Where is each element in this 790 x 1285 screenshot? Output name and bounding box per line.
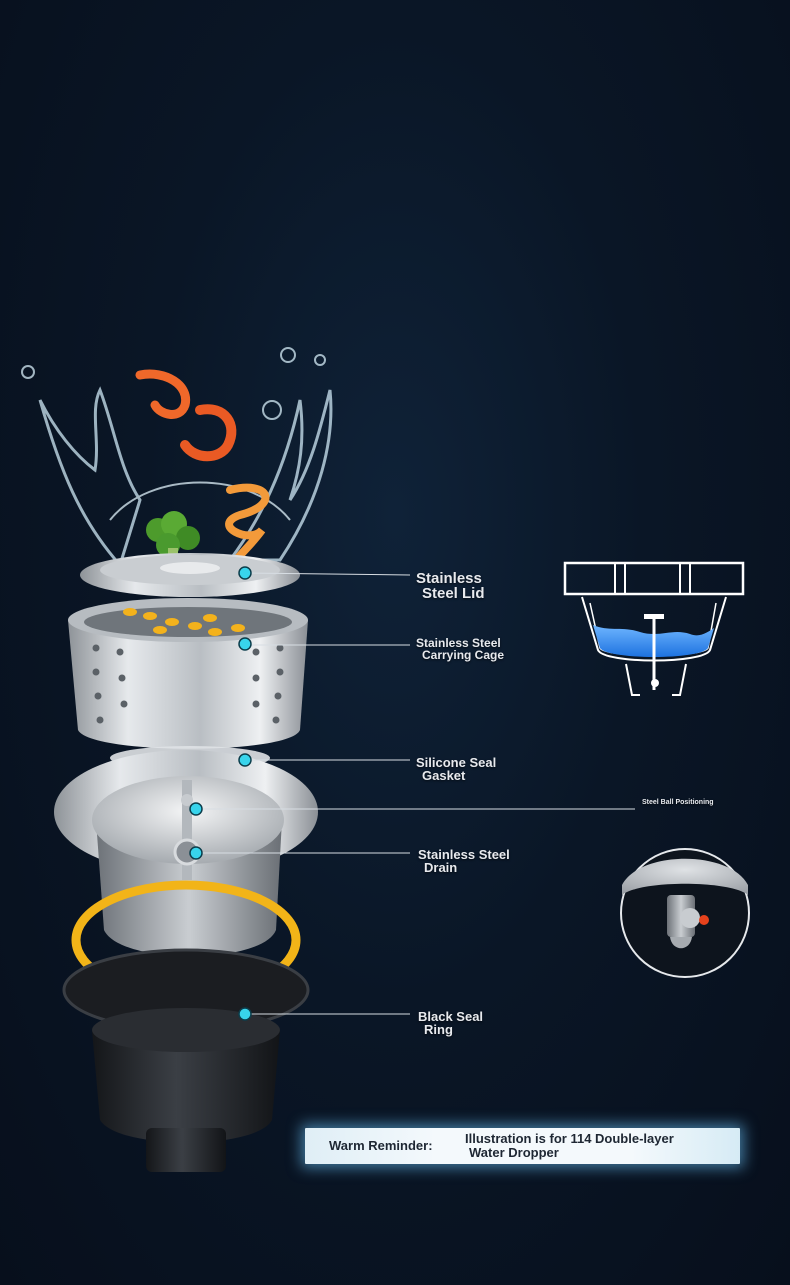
shrimp-graphic (135, 369, 237, 462)
callout-silicone-seal-gasket: Silicone Seal Gasket (416, 756, 496, 782)
steel-ball-zoom-inset (620, 848, 750, 978)
marker-dot-lid (238, 566, 252, 580)
callout-lid-line2: Steel Lid (422, 585, 485, 602)
warm-reminder-text: Illustration is for 114 Double-layer Wat… (465, 1132, 674, 1159)
callout-ring-line2: Ring (424, 1022, 453, 1037)
black-seal-ring-part (62, 948, 310, 1172)
callout-stainless-steel-lid: Stainless Steel Lid (416, 571, 485, 601)
callout-drain-line2: Drain (424, 860, 458, 875)
callout-ring-line1: Black Seal (418, 1009, 484, 1024)
carrying-cage-part (68, 598, 308, 749)
callout-leader-lines (196, 572, 635, 1015)
callout-cage-line2: Carrying Cage (422, 648, 505, 662)
callout-cage-line1: Stainless Steel (416, 636, 501, 650)
warm-reminder-title: Warm Reminder: (329, 1138, 433, 1153)
marker-dot-ball (189, 802, 203, 816)
marker-dot-gasket (238, 753, 252, 767)
callout-black-seal-ring: Black Seal Ring (418, 1010, 483, 1036)
callout-gasket-line2: Gasket (422, 768, 466, 783)
water-splash-graphic (21, 347, 333, 568)
stainless-steel-lid-part (80, 553, 300, 597)
marker-dot-cage (238, 637, 252, 651)
warm-reminder-banner: Warm Reminder: Illustration is for 114 D… (305, 1128, 740, 1164)
callout-gasket-line1: Silicone Seal (416, 755, 497, 770)
callout-lid-line1: Stainless (416, 570, 482, 587)
callout-stainless-steel-drain: Stainless Steel Drain (418, 848, 510, 874)
warm-reminder-line2: Water Dropper (469, 1144, 559, 1160)
marker-dot-ring (238, 1007, 252, 1021)
water-cross-section-inset (563, 561, 745, 696)
callout-drain-line1: Stainless Steel (418, 847, 510, 862)
warm-reminder-line1: Illustration is for 114 Double-layer (465, 1131, 674, 1146)
marker-dot-drain (189, 846, 203, 860)
callout-carrying-cage: Stainless Steel Carrying Cage (416, 637, 504, 661)
callout-steel-ball-positioning: Steel Ball Positioning (642, 799, 714, 806)
